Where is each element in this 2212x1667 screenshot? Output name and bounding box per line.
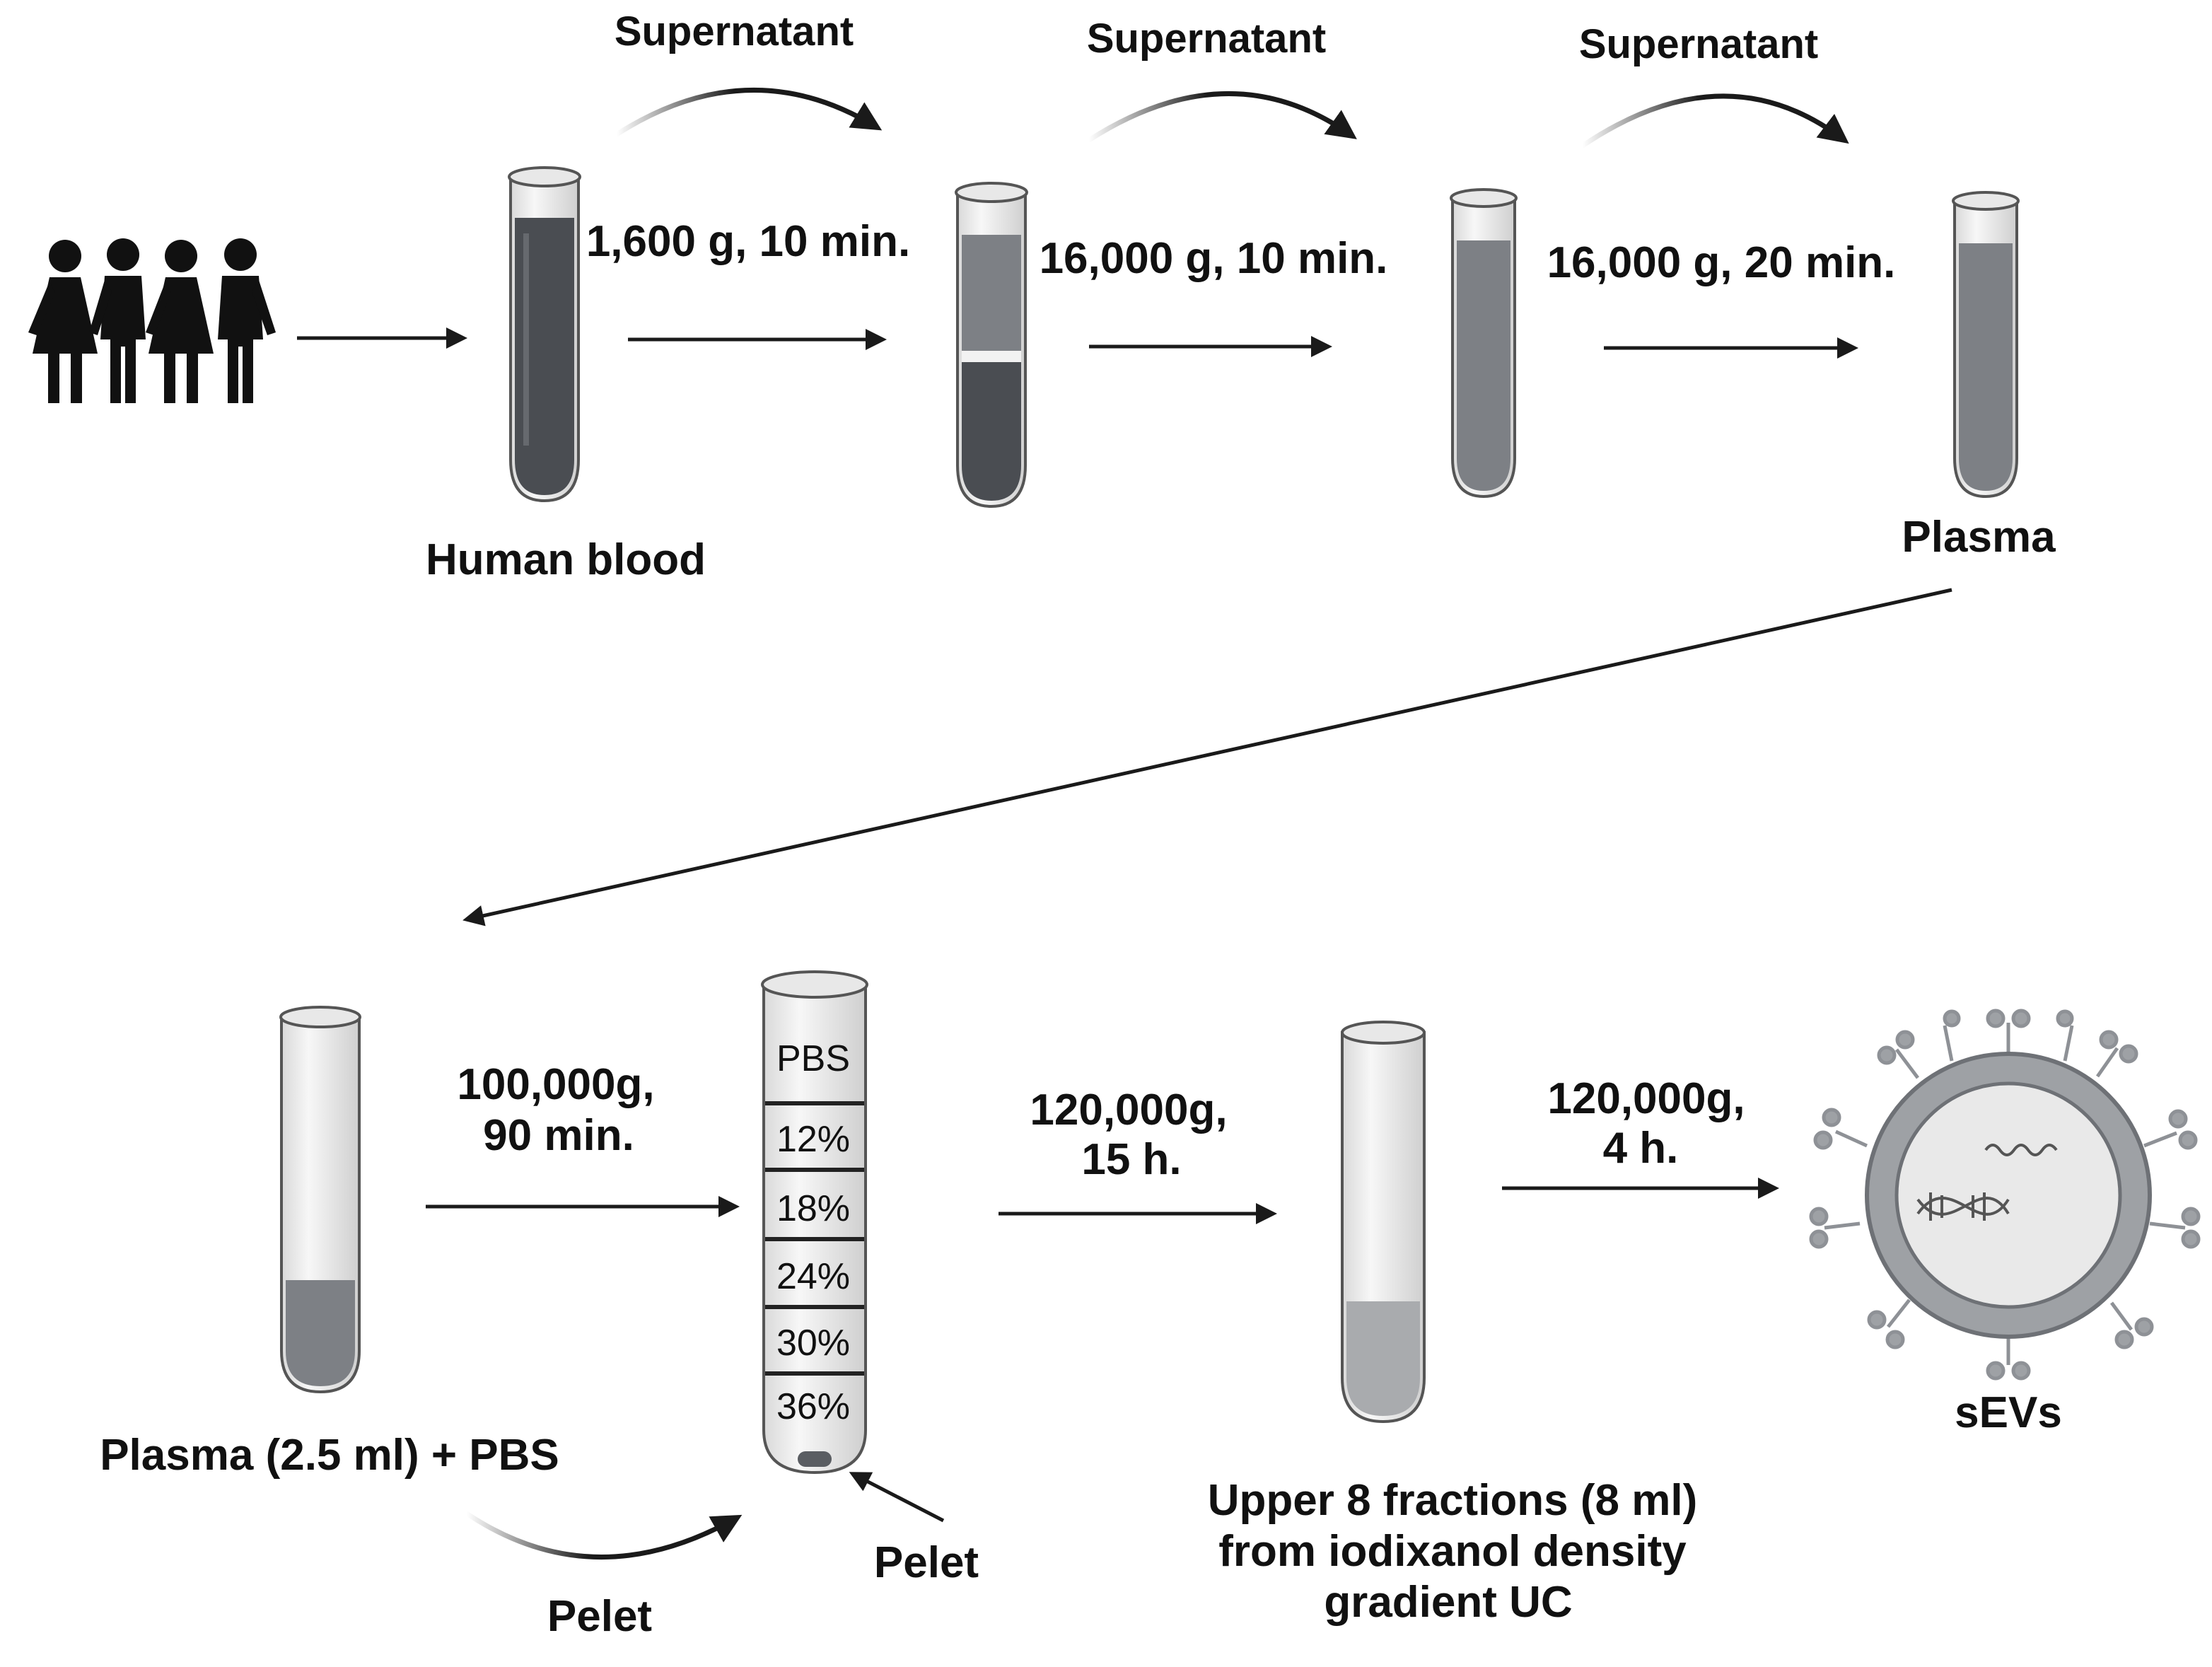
- fractions-label-line2: from iodixanol density: [1218, 1527, 1687, 1576]
- vesicle-inner-lumen: [1894, 1081, 2122, 1309]
- gradient-layer-12: 12%: [776, 1119, 850, 1160]
- spin-label-2: 16,000 g, 10 min.: [1040, 234, 1388, 283]
- supernatant-arrow-1: [614, 87, 883, 137]
- spin-label-3: 16,000 g, 20 min.: [1547, 238, 1896, 287]
- sevs-label: sEVs: [1955, 1388, 2062, 1437]
- pellet-blob: [798, 1451, 832, 1467]
- people-group-icon: [28, 238, 276, 403]
- plasma-pbs-label: Plasma (2.5 ml) + PBS: [100, 1431, 559, 1480]
- extracellular-vesicle-icon: [1809, 1009, 2201, 1381]
- iodixanol-gradient-tube: PBS 12% 18% 24% 30% 36%: [761, 970, 868, 1475]
- gradient-layer-pbs: PBS: [776, 1038, 850, 1079]
- supernatant-label-3: Supernatant: [1579, 21, 1818, 67]
- fractions-label-line3: gradient UC: [1324, 1578, 1572, 1627]
- arrow-plasma-to-bottom-row: [462, 588, 1952, 927]
- spin-label-4-line1: 100,000g,: [457, 1060, 654, 1109]
- spin-label-4-line2: 90 min.: [483, 1111, 634, 1160]
- pelet-label-pointer: Pelet: [874, 1538, 979, 1587]
- spin-label-6-line1: 120,000g,: [1547, 1074, 1745, 1123]
- spin-label-1: 1,600 g, 10 min.: [586, 217, 910, 266]
- plasma-tube-final: [1952, 191, 2020, 499]
- gradient-layer-dividers: [765, 1101, 864, 1376]
- pelet-curved-arrow: [464, 1511, 743, 1560]
- fractions-tube: [1341, 1021, 1426, 1424]
- supernatant-arrow-2: [1086, 91, 1357, 143]
- gradient-layer-24: 24%: [776, 1256, 850, 1297]
- vesicle-surface-proteins: [1809, 1009, 2201, 1381]
- supernatant-arrows: [614, 87, 1849, 149]
- plasma-tube-intermediate: [1450, 188, 1518, 499]
- rna-icon: [1984, 1144, 2058, 1156]
- spin-label-6-line2: 4 h.: [1603, 1124, 1679, 1173]
- arrow-pelet-pointer: [849, 1472, 945, 1523]
- gradient-layer-36: 36%: [776, 1386, 850, 1427]
- supernatant-label-1: Supernatant: [615, 8, 854, 54]
- dna-icon: [1916, 1192, 2010, 1221]
- gradient-layer-18: 18%: [776, 1188, 850, 1229]
- plasma-pbs-tube: [279, 1006, 361, 1394]
- human-blood-tube: [508, 166, 581, 503]
- supernatant-arrow-3: [1580, 93, 1849, 149]
- pelet-label-curved: Pelet: [547, 1592, 652, 1641]
- spin-label-5-line2: 15 h.: [1081, 1135, 1181, 1184]
- gradient-layer-30: 30%: [776, 1323, 850, 1364]
- top-row-arrows: [297, 327, 1858, 359]
- plasma-label: Plasma: [1902, 513, 2056, 562]
- bottom-row-arrows: [426, 1178, 1779, 1523]
- centrifuged-blood-tube: [955, 182, 1028, 509]
- fractions-label-line1: Upper 8 fractions (8 ml): [1208, 1476, 1697, 1525]
- spin-label-5-line1: 120,000g,: [1030, 1086, 1227, 1134]
- supernatant-label-2: Supernatant: [1087, 16, 1326, 62]
- human-blood-label: Human blood: [426, 535, 706, 584]
